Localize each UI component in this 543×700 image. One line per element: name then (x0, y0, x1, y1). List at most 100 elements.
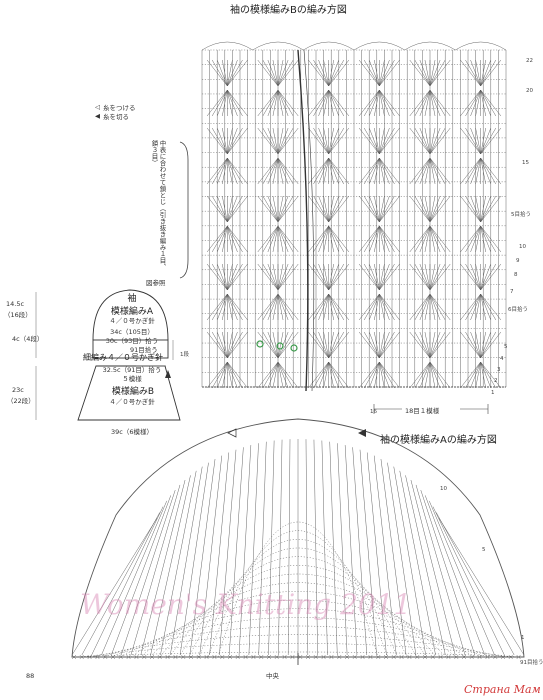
chart-b-fan-stitch (368, 127, 380, 155)
chart-b-fan-stitch (328, 225, 334, 253)
b-row-8: 8 (514, 272, 518, 278)
chart-b-fan-stitch (480, 59, 486, 87)
chart-b-fan-stitch (277, 127, 289, 155)
chart-a-sc-stitch (368, 654, 373, 660)
chart-a-sc-stitch (329, 654, 334, 660)
chart-b-fan-stitch (480, 127, 502, 155)
chart-b-fan-stitch (267, 331, 279, 359)
chart-b-fan-stitch (429, 331, 451, 359)
chart-b-fan-stitch (257, 195, 279, 223)
chart-b-fan-stitch (465, 361, 481, 389)
chart-b-fan-stitch (465, 127, 481, 155)
chart-b-fan-stitch (409, 263, 431, 291)
chart-a-column (199, 455, 223, 656)
chart-b-fan-stitch (480, 361, 492, 389)
chart-b-fan-stitch (211, 331, 228, 359)
chart-a-round (159, 573, 437, 658)
chart-b-fan-stitch (308, 293, 329, 321)
chart-b-fan-stitch (480, 127, 492, 155)
side-note: 中表に合わせて鎖とじ（引き抜き編み１目、鎖３目） (150, 140, 166, 270)
chart-b-fan-stitch (267, 127, 279, 155)
chart-b-fan-stitch (206, 157, 228, 185)
chart-b-fan-stitch (429, 59, 441, 87)
chart-b-fan-stitch (206, 195, 228, 223)
chart-b-fan-stitch (368, 331, 380, 359)
chart-b-fan-stitch (216, 157, 228, 185)
a-center-label: 中央 (266, 672, 279, 680)
width-325: 32.5c（91目）拾う (102, 366, 162, 374)
chart-b-fan-stitch (379, 127, 395, 155)
chart-b-fan-stitch (409, 225, 431, 253)
chart-b-fan-stitch (465, 59, 481, 87)
dim-top-rows: （16段） (4, 311, 32, 319)
chart-b-fan-stitch (358, 89, 380, 117)
chart-b-fan-stitch (227, 59, 233, 87)
chart-a-sc-stitch (383, 654, 389, 660)
chart-b-fan-stitch (323, 331, 329, 359)
chart-a-sc-stitch (485, 654, 490, 660)
chart-b-fan-stitch (480, 157, 492, 185)
chart-b-fan-stitch (308, 361, 329, 389)
b-row-15: 15 (522, 160, 529, 166)
chart-b-fan-stitch (328, 331, 345, 359)
stitch-marker-icon (256, 340, 264, 348)
chart-b-fan-stitch (374, 89, 380, 117)
chart-a-sc-stitch (103, 654, 108, 660)
chart-b-fan-stitch (363, 331, 380, 359)
b-row-2: 2 (494, 378, 498, 384)
chart-b-fan-stitch (328, 59, 350, 87)
chart-b-fan-stitch (470, 195, 481, 223)
chart-b-fan-stitch (277, 361, 299, 389)
chart-b-fan-stitch (308, 263, 329, 291)
chart-b-fan-stitch (227, 293, 233, 321)
chart-b-fan-stitch (470, 127, 481, 155)
chart-b-fan-stitch (419, 293, 431, 321)
chart-b-fan-stitch (211, 195, 228, 223)
chart-b-fan-stitch (227, 195, 238, 223)
chart-b-fan-stitch (328, 331, 340, 359)
chart-b-fan-stitch (475, 89, 481, 117)
chart-a-column (91, 506, 164, 656)
chart-b-fan-stitch (358, 195, 380, 223)
legend: ◁ 糸をつける ◀ 糸を切る (95, 102, 136, 121)
chart-b-fan-stitch (267, 293, 279, 321)
b-repeat-bracket (373, 404, 489, 414)
chart-b-fan-stitch (318, 293, 329, 321)
chart-b-fan-stitch (429, 331, 441, 359)
chart-a-round (91, 634, 505, 658)
chart-a-sc-stitch (220, 654, 225, 660)
chart-b-fan-stitch (379, 293, 400, 321)
chart-b-fan-stitch (470, 89, 481, 117)
chart-b-fan-stitch (379, 195, 385, 223)
chart-b-scallop (303, 41, 355, 51)
chart-a-column (150, 475, 191, 656)
chart-a-sc-stitch (430, 654, 435, 660)
chart-b-fan-stitch (277, 89, 299, 117)
chart-b-fan-stitch (211, 59, 228, 87)
chart-b-fan-stitch (328, 293, 350, 321)
chart-b-fan-stitch (480, 127, 497, 155)
chart-b-fan-stitch (313, 331, 329, 359)
chart-b-fan-stitch (216, 293, 228, 321)
chart-b-fan-stitch (379, 195, 390, 223)
chart-b-fan-stitch (328, 263, 334, 291)
chart-b-fan-stitch (328, 195, 345, 223)
chart-a-sc-stitch (282, 654, 287, 660)
chart-b-fan-stitch (262, 293, 279, 321)
chart-b-seam-inner (303, 49, 315, 392)
chart-b-fan-stitch (480, 293, 497, 321)
chart-b-fan-stitch (409, 195, 431, 223)
chart-b-fan-stitch (429, 263, 436, 291)
chart-b-fan-stitch (308, 59, 329, 87)
legend-attach: ◁ 糸をつける (95, 102, 136, 112)
chart-b-fan-stitch (379, 225, 390, 253)
chart-b-fan-stitch (379, 293, 390, 321)
chart-b-fan-stitch (318, 263, 329, 291)
chart-b-fan-stitch (379, 331, 395, 359)
chart-a-column (366, 452, 387, 656)
chart-a-column (111, 495, 172, 656)
chart-b-fan-stitch (480, 225, 502, 253)
chart-b-fan-stitch (358, 361, 380, 389)
label-b: 模様編みB (111, 387, 155, 397)
chart-b-fan-stitch (206, 225, 228, 253)
